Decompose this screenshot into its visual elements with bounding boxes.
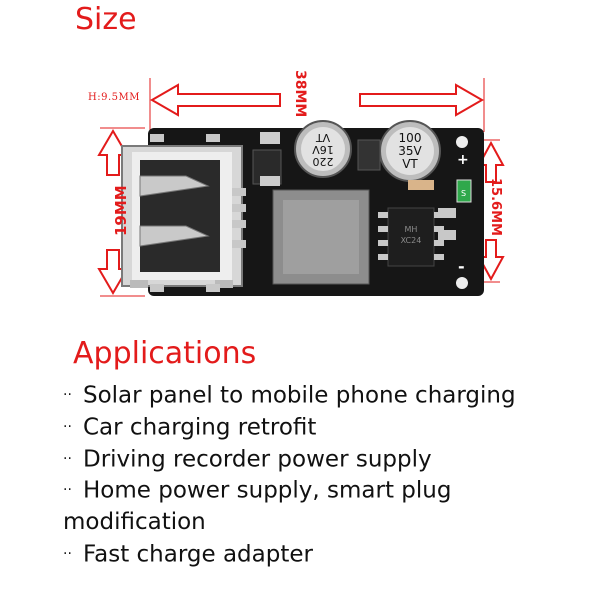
size-heading: Size bbox=[75, 2, 137, 37]
bullet: ·· bbox=[63, 482, 72, 499]
cap-right-value: 100 bbox=[399, 131, 422, 145]
bullet: ·· bbox=[63, 450, 72, 467]
minus-marking: - bbox=[458, 257, 465, 276]
cap-left-value: 220 bbox=[313, 155, 334, 168]
application-text: Solar panel to mobile phone charging bbox=[83, 382, 516, 409]
list-item: ·· Fast charge adapter bbox=[63, 539, 543, 571]
led-marking: S bbox=[461, 189, 466, 198]
bullet: ·· bbox=[63, 387, 72, 403]
list-item: ·· Solar panel to mobile phone charging bbox=[63, 380, 543, 412]
cap-right-voltage: 35V bbox=[398, 144, 422, 158]
application-text: Car charging retrofit bbox=[83, 414, 317, 440]
width-label: 19MM bbox=[112, 185, 130, 236]
status-led bbox=[456, 179, 472, 203]
length-label: 38MM bbox=[292, 70, 308, 118]
cap-right-series: VT bbox=[402, 157, 418, 171]
applications-heading: Applications bbox=[73, 336, 257, 371]
board-dimension-diagram: 220 16V VT 100 35V VT MH XC24 + - S bbox=[97, 78, 505, 297]
negative-pad bbox=[456, 277, 468, 289]
controller-chip bbox=[387, 207, 435, 267]
applications-list: ·· Solar panel to mobile phone charging ·… bbox=[63, 380, 543, 570]
left-length-arrow bbox=[149, 83, 281, 117]
list-item: ·· Driving recorder power supply bbox=[63, 444, 543, 476]
list-item: ··Home power supply, smart plug modifica… bbox=[63, 475, 543, 538]
right-length-arrow bbox=[359, 83, 485, 117]
pin-spacing-label: 15.6MM bbox=[488, 178, 503, 236]
application-text: Fast charge adapter bbox=[83, 540, 313, 567]
cap-left-series: VT bbox=[316, 131, 331, 144]
plus-marking: + bbox=[457, 152, 469, 168]
application-text: Driving recorder power supply bbox=[83, 445, 432, 472]
positive-pad bbox=[456, 136, 468, 148]
application-text: Home power supply, smart plug modificati… bbox=[63, 477, 452, 536]
height-label: H:9.5MM bbox=[88, 92, 140, 103]
cap-left-voltage: 16V bbox=[312, 143, 334, 156]
chip-marking-2: XC24 bbox=[401, 236, 422, 245]
list-item: ·· Car charging retrofit bbox=[63, 412, 543, 444]
bullet: ·· bbox=[63, 545, 72, 562]
chip-marking-1: MH bbox=[405, 225, 418, 234]
bullet: ·· bbox=[63, 418, 72, 435]
